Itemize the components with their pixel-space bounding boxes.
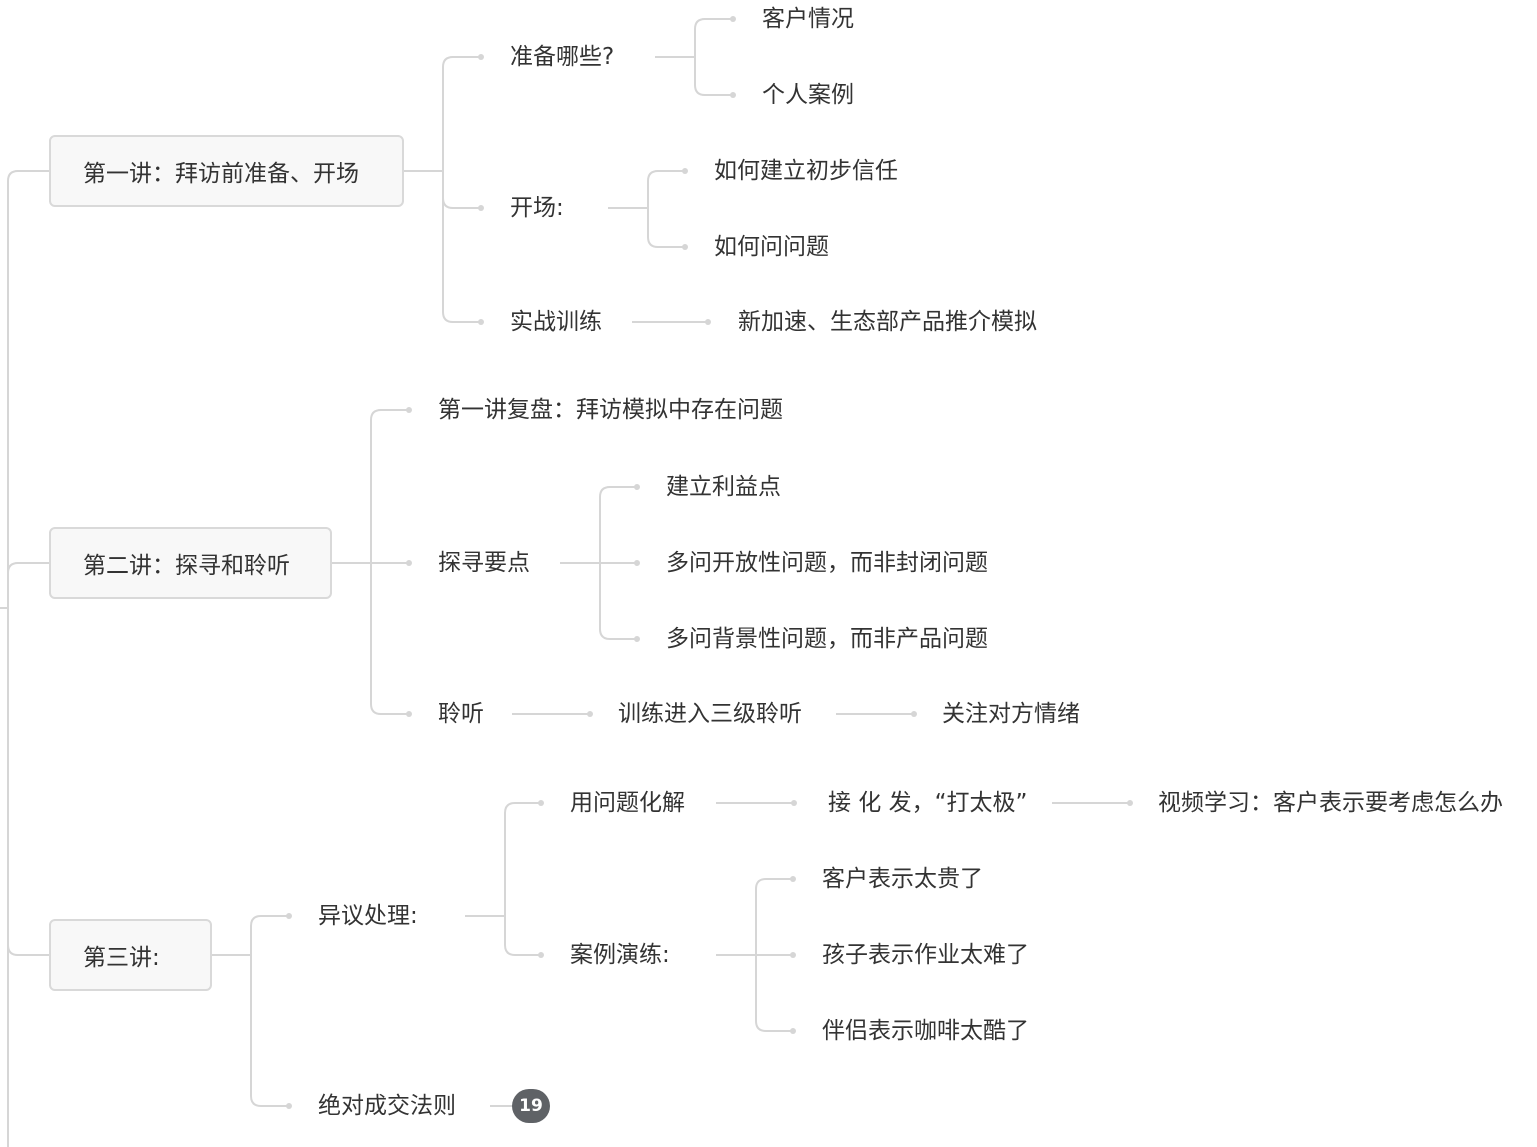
node-practice[interactable]: 实战训练 (510, 309, 602, 335)
connector (755, 878, 793, 955)
connector (647, 170, 685, 208)
connector (7, 608, 49, 956)
connector (250, 915, 289, 955)
connector (442, 171, 481, 209)
node-review[interactable]: 第一讲复盘：拜访模拟中存在问题 (438, 397, 783, 423)
connector-dot (634, 560, 640, 566)
node-level3-listening[interactable]: 训练进入三级聆听 (618, 701, 802, 727)
connector-dot (478, 205, 484, 211)
node-ask-questions[interactable]: 如何问问题 (714, 234, 829, 260)
connector (442, 56, 481, 171)
connector-dot (1127, 800, 1133, 806)
connector-dot (790, 876, 796, 882)
connector (7, 170, 49, 608)
node-build-trust[interactable]: 如何建立初步信任 (714, 158, 898, 184)
connector-dot (406, 560, 412, 566)
node-objection[interactable]: 异议处理: (318, 903, 418, 929)
node-case-expensive[interactable]: 客户表示太贵了 (822, 866, 983, 892)
connector (599, 486, 637, 563)
node-personal-case[interactable]: 个人案例 (762, 82, 854, 108)
node-open-questions[interactable]: 多问开放性问题，而非封闭问题 (666, 550, 988, 576)
topic-lecture-2[interactable]: 第二讲：探寻和聆听 (49, 527, 332, 599)
node-case-coffee[interactable]: 伴侣表示咖啡太酷了 (822, 1018, 1029, 1044)
connector-dot (634, 636, 640, 642)
connector-dot (911, 711, 917, 717)
connector-dot (791, 800, 797, 806)
node-cases[interactable]: 案例演练: (570, 942, 670, 968)
connector-dot (730, 92, 736, 98)
node-benefit-point[interactable]: 建立利益点 (666, 474, 781, 500)
connector-dot (478, 319, 484, 325)
connector-dot (634, 484, 640, 490)
connector (694, 57, 733, 96)
node-closing-rules[interactable]: 绝对成交法则 (318, 1093, 456, 1119)
node-listen[interactable]: 聆听 (438, 701, 484, 727)
node-video-study[interactable]: 视频学习：客户表示要考虑怎么办 (1158, 790, 1503, 816)
connector (7, 562, 49, 608)
connector-dot (406, 711, 412, 717)
connector-dot (587, 711, 593, 717)
connector (647, 208, 685, 248)
node-emotions[interactable]: 关注对方情绪 (942, 701, 1080, 727)
connector (694, 18, 733, 57)
connector-dot (682, 244, 688, 250)
connector (599, 563, 637, 640)
node-prep[interactable]: 准备哪些? (510, 44, 615, 70)
topic-lecture-1[interactable]: 第一讲：拜访前准备、开场 (49, 135, 404, 207)
connector-dot (286, 913, 292, 919)
connector-dot (705, 319, 711, 325)
node-product-simulation[interactable]: 新加速、生态部产品推介模拟 (738, 309, 1037, 335)
connector (250, 955, 289, 1107)
node-customer-situation[interactable]: 客户情况 (762, 6, 854, 32)
node-background-questions[interactable]: 多问背景性问题，而非产品问题 (666, 626, 988, 652)
connector (755, 955, 793, 1032)
node-case-homework[interactable]: 孩子表示作业太难了 (822, 942, 1029, 968)
connector (370, 563, 409, 715)
connector-dot (682, 168, 688, 174)
node-taichi[interactable]: 接 化 发，“打太极” (828, 790, 1028, 816)
node-explore[interactable]: 探寻要点 (438, 550, 530, 576)
connector-dot (790, 1028, 796, 1034)
connector-dot (406, 407, 412, 413)
collapsed-count-badge[interactable]: 19 (512, 1089, 550, 1123)
node-resolve[interactable]: 用问题化解 (570, 790, 685, 816)
connector-dot (538, 800, 544, 806)
connector (442, 171, 481, 323)
connector-dot (478, 54, 484, 60)
topic-lecture-3[interactable]: 第三讲: (49, 919, 212, 991)
connector (504, 916, 541, 956)
connector-dot (286, 1103, 292, 1109)
connector-dot (538, 952, 544, 958)
connector (370, 409, 409, 563)
node-opening[interactable]: 开场: (510, 195, 564, 221)
connector-dot (790, 952, 796, 958)
connector (504, 802, 541, 916)
connector-dot (730, 16, 736, 22)
